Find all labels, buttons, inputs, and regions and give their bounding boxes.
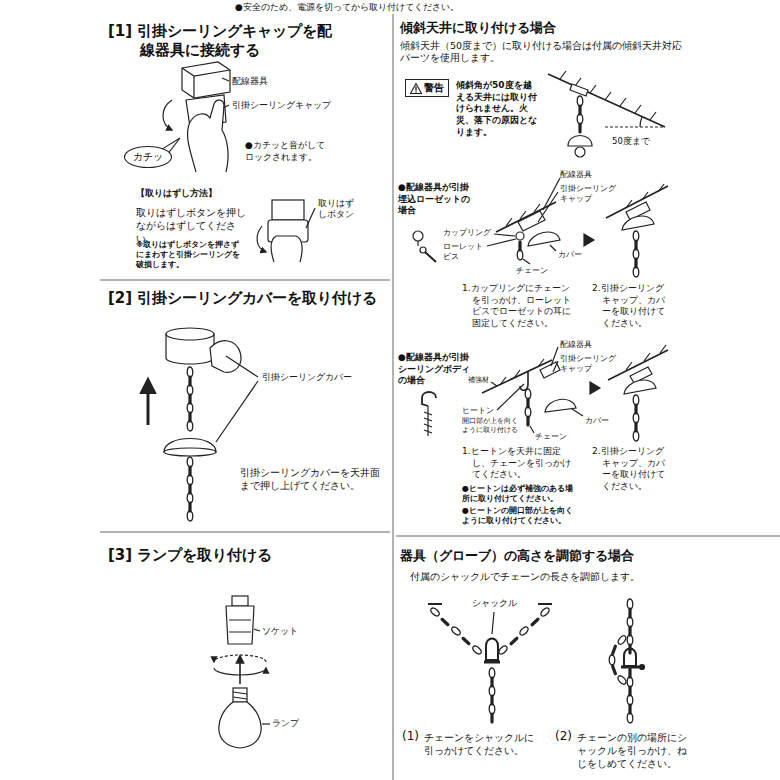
part-label: 配線器具 [560,170,592,180]
ceiling-cover-figure [148,328,258,521]
part-label: 引掛シーリングカバー [262,372,352,384]
part-label: ランプ [272,718,299,730]
shackle-figure [428,599,645,723]
warning-badge: 警告 [405,79,449,97]
instruction: 1.ヒートンを天井に固定し、チェーンを引っかけてください。 [462,446,574,481]
instruction: 2.引掛シーリングキャップ、カバーを取り付けてください。 [592,446,672,493]
part-label: 配線器具 [560,340,592,350]
subheading: 【取りはずし方法】 [136,188,217,200]
instruction: チェーンをシャックルに引っかけてください。 [424,731,536,757]
step-heading: [2] 引掛シーリングカバーを取り付ける [108,289,377,308]
node-text: 警告 [424,81,444,95]
lamp-figure [214,596,270,748]
warning-text: 傾斜角が50度を越える天井には取り付けられません。火災、落下の原因となります。 [456,80,538,138]
part-label: チェーン [516,266,548,276]
case-heading: ●配線器具が引掛埋込ローゼットの場合 [398,182,472,217]
instruction: 付属のシャックルでチェーンの長さを調節します。 [410,570,640,583]
step-number: (1) [402,729,419,745]
section-heading: 器具（グローブ）の高さを調節する場合 [400,548,634,564]
part-label: 補強材 [468,376,489,385]
instruction: チェーンの別の場所にシャックルを引っかけ、ねじをしめてください。 [577,731,693,770]
case-heading: ●配線器具が引掛シーリングボディの場合 [398,352,472,387]
step-heading: [3] ランプを取り付ける [108,546,272,565]
part-label: カバー [558,250,582,260]
step-heading: [1] 引掛シーリングキャップを配線器具に接続する [108,22,333,60]
section-heading: 傾斜天井に取り付ける場合 [400,20,556,36]
caution-note: ●ヒートンは必ず補強のある場所に取り付けてください。 [462,484,574,505]
section-dividers [100,14,780,780]
instruction: 傾斜天井（50度まで）に取り付ける場合は付属の傾斜天井対応パーツを使用します。 [400,40,685,65]
rosette-figure [413,178,668,277]
part-label: ローレットビス [443,242,485,263]
part-label: ソケット [262,626,298,638]
instruction: 取りはずしボタンを押しながらはずしてください。 [136,206,248,245]
warning-triangle [410,83,422,94]
instruction: 1.カップリングにチェーンを引っかけ、ローレットビスでローゼットの耳に固定してく… [462,283,574,330]
instruction: 2.引掛シーリングキャップ、カバーを取り付けてください。 [592,283,672,330]
sound-bubble: カチッ [124,146,172,168]
part-label: 引掛シーリングキャップ [560,354,618,375]
part-label: 配線器具 [232,76,268,87]
part-label: 取りはずしボタン [318,198,360,220]
part-label: カップリング [443,228,491,238]
cap-connect-figure [163,62,230,172]
part-label: 引掛シーリングキャップ [560,184,618,205]
safety-note: ●安全のため、電源を切ってから取り付けてください。 [235,2,459,14]
part-label: シャックル [472,598,517,610]
part-label: チェーン [535,432,567,442]
angle-label: 50度まで [612,136,650,147]
node-text: カチッ [133,150,163,164]
caution-note: ※取りはずしボタンを押さずにまわすと引掛シーリングを破損します。 [136,240,244,269]
instruction: 引掛シーリングカバーを天井面まで押し上げてください。 [240,466,382,492]
cap-remove-figure [257,200,315,262]
sloped-ceiling-figure [548,71,665,157]
note: 開口部が上を向くように取り付ける [462,417,520,435]
step-number: (2) [555,729,572,745]
caution-note: ●ヒートンの開口部が上を向くように取り付けてください。 [462,506,574,527]
part-label: カバー [585,416,609,426]
part-label: 引掛シーリングキャップ [232,100,331,111]
part-label: ヒートン [462,406,494,416]
note: ●カチッと音がしてロックされます。 [245,140,331,163]
